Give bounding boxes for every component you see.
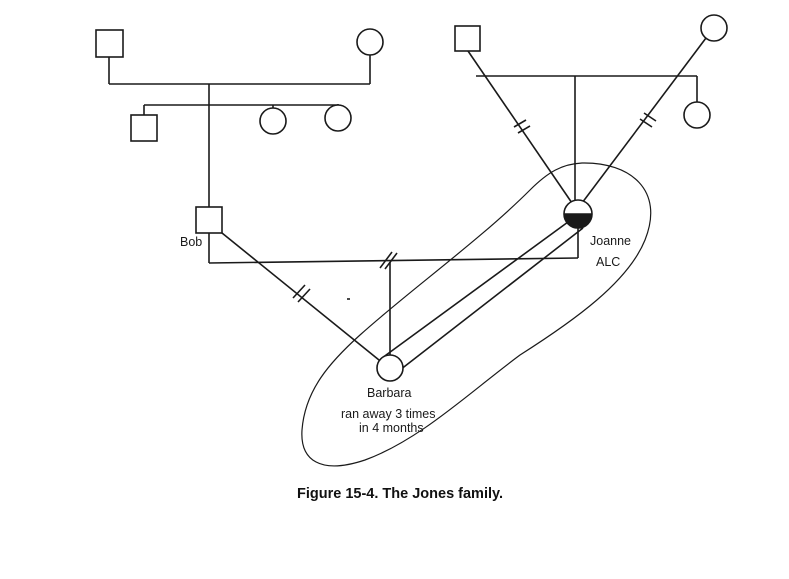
cutoff-mark bbox=[643, 112, 657, 122]
bob-brother-square bbox=[130, 114, 158, 142]
joanne-circle bbox=[563, 199, 593, 229]
bob-barbara-cutoff-line bbox=[221, 232, 380, 361]
barbara-circle bbox=[376, 354, 404, 382]
figure-caption: Figure 15-4. The Jones family. bbox=[297, 486, 503, 502]
joanne-mother-cutoff-line bbox=[581, 37, 707, 204]
bob-family-of-origin bbox=[95, 28, 384, 207]
cutoff-mark bbox=[292, 284, 306, 299]
cutoff-mark bbox=[517, 125, 531, 134]
bob-label: Bob bbox=[180, 235, 202, 249]
barbara-label: Barbara bbox=[367, 386, 412, 400]
nuclear-family bbox=[195, 199, 593, 382]
bob-sister1-circle bbox=[259, 107, 287, 135]
bob-mother-circle bbox=[356, 28, 384, 56]
bob-father-square bbox=[95, 29, 124, 58]
cutoff-mark bbox=[297, 288, 311, 303]
cutoff-mark bbox=[639, 118, 653, 128]
joanne-label: Joanne bbox=[590, 234, 631, 248]
joanne-barbara-fusion-line-2 bbox=[399, 227, 584, 371]
joanne-note-label: ALC bbox=[596, 255, 620, 269]
divorce-mark bbox=[384, 252, 398, 270]
joanne-sister-circle bbox=[683, 101, 711, 129]
joanne-father-square bbox=[454, 25, 481, 52]
cutoff-mark bbox=[513, 119, 527, 128]
divorce-mark bbox=[379, 251, 393, 269]
joanne-family-of-origin bbox=[454, 14, 728, 204]
joanne-mother-circle bbox=[700, 14, 728, 42]
barbara-note-line1: ran away 3 times bbox=[341, 407, 435, 421]
barbara-note-line2: in 4 months bbox=[359, 421, 424, 435]
bob-square bbox=[195, 206, 223, 234]
bob-sister2-circle bbox=[324, 104, 352, 132]
subsystem-boundary bbox=[301, 162, 652, 467]
joanne-father-cutoff-line bbox=[467, 50, 573, 204]
joanne-barbara-fusion-line-1 bbox=[381, 221, 569, 359]
